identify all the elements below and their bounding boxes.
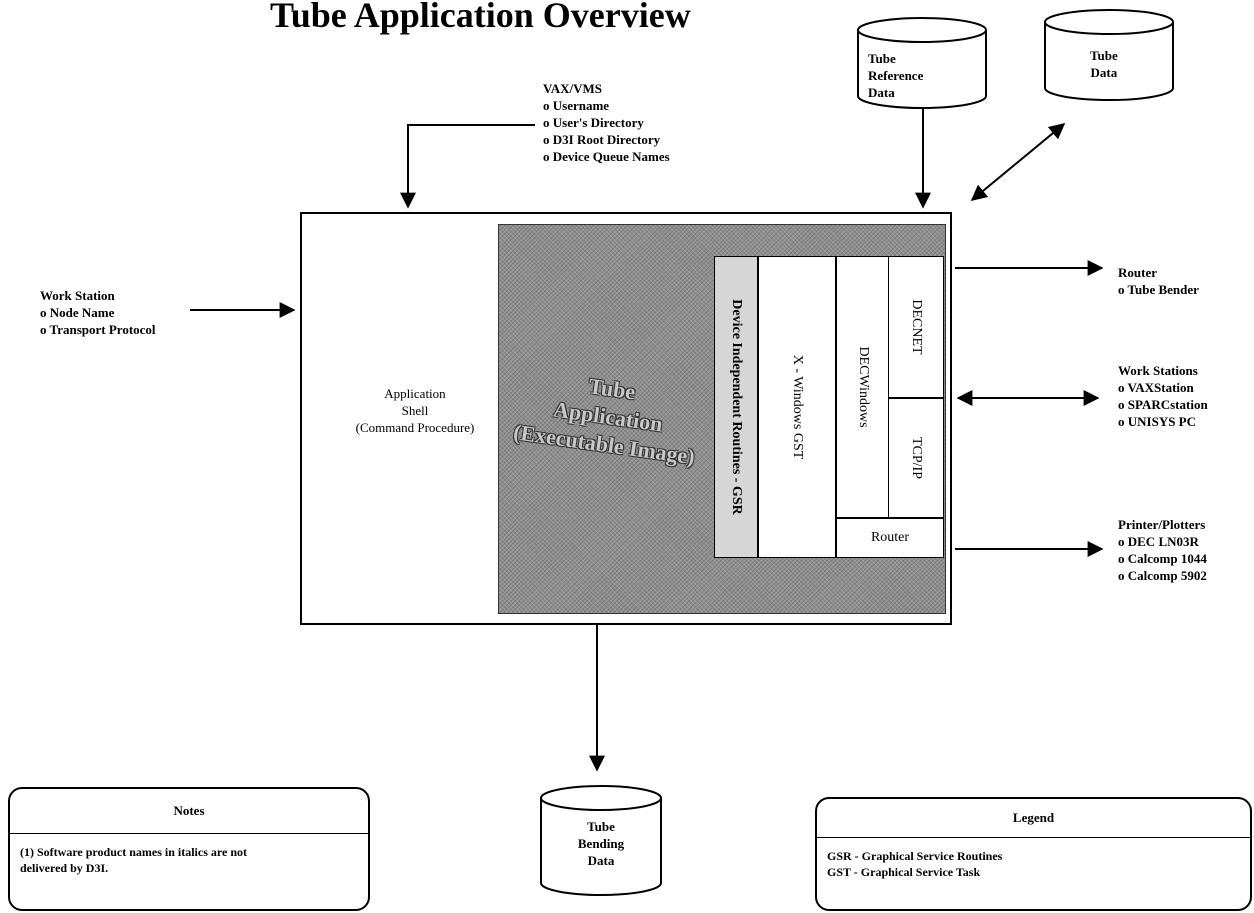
- router-item: o Tube Bender: [1118, 282, 1199, 297]
- cyl-text: Tube: [587, 819, 615, 834]
- vax-vms-item: o Device Queue Names: [543, 149, 670, 164]
- cyl-text: Tube: [868, 51, 896, 66]
- layer-decnet-label: DECNET: [909, 299, 924, 355]
- layer-xwindows-label: X - Windows GST: [790, 354, 805, 460]
- vax-vms-item: o User's Directory: [543, 115, 644, 130]
- application-shell-label: Application Shell (Command Procedure): [340, 385, 490, 436]
- vax-vms-item: o D3I Root Directory: [543, 132, 661, 147]
- printers-item: o Calcomp 5902: [1118, 568, 1207, 583]
- shell-text: (Command Procedure): [355, 420, 475, 435]
- notes-box: Notes (1) Software product names in ital…: [8, 787, 370, 911]
- cyl-text: Tube: [1090, 48, 1118, 63]
- layer-router-label: Router: [870, 530, 910, 545]
- cylinder-tube-reference-data: [857, 17, 987, 109]
- cyl-text: Data: [1090, 65, 1118, 80]
- layer-xwindows: X - Windows GST: [758, 256, 836, 558]
- notes-line: (1) Software product names in italics ar…: [20, 845, 247, 859]
- workstation-input-label: Work Station o Node Name o Transport Pro…: [40, 287, 156, 338]
- workstations-item: o SPARCstation: [1118, 397, 1208, 412]
- workstation-heading: Work Station: [40, 288, 115, 303]
- diagram-title: Tube Application Overview: [270, 0, 691, 35]
- tube-bending-data-label: Tube Bending Data: [566, 818, 636, 869]
- workstations-item: o VAXStation: [1118, 380, 1194, 395]
- layer-gsr: Device Independent Routines - GSR: [714, 256, 758, 558]
- cyl-text: Data: [868, 85, 895, 100]
- arrow-vax-to-shell: [400, 124, 535, 209]
- workstation-item: o Node Name: [40, 305, 115, 320]
- layer-gsr-label: Device Independent Routines - GSR: [729, 299, 744, 515]
- router-output-label: Router o Tube Bender: [1118, 264, 1199, 298]
- layer-router: Router: [836, 518, 944, 558]
- vax-vms-item: o Username: [543, 98, 610, 113]
- vax-vms-label: VAX/VMS o Username o User's Directory o …: [543, 80, 670, 165]
- notes-line: delivered by D3I.: [20, 861, 109, 875]
- layer-decnet: DECNET: [888, 256, 944, 398]
- legend-box: Legend GSR - Graphical Service Routines …: [815, 797, 1252, 911]
- printers-heading: Printer/Plotters: [1118, 517, 1206, 532]
- shell-text: Application: [384, 386, 446, 401]
- notes-body: (1) Software product names in italics ar…: [10, 834, 368, 886]
- workstations-output-label: Work Stations o VAXStation o SPARCstatio…: [1118, 362, 1208, 430]
- cylinder-tube-bending-data: [540, 785, 662, 896]
- shell-text: Shell: [401, 403, 429, 418]
- tube-data-label: Tube Data: [1090, 47, 1118, 81]
- router-heading: Router: [1118, 265, 1157, 280]
- layer-tcpip: TCP/IP: [888, 398, 944, 518]
- legend-line: GSR - Graphical Service Routines: [827, 849, 1003, 863]
- tube-reference-data-label: Tube Reference Data: [868, 50, 923, 101]
- cylinder-tube-data: [1044, 9, 1174, 101]
- workstation-item: o Transport Protocol: [40, 322, 156, 337]
- legend-body: GSR - Graphical Service Routines GST - G…: [817, 838, 1250, 890]
- workstations-heading: Work Stations: [1118, 363, 1198, 378]
- cyl-text: Reference: [868, 68, 924, 83]
- layer-tcpip-label: TCP/IP: [909, 436, 924, 480]
- layer-decwindows: DECWindows: [836, 256, 890, 518]
- printers-item: o Calcomp 1044: [1118, 551, 1207, 566]
- printers-item: o DEC LN03R: [1118, 534, 1199, 549]
- legend-line: GST - Graphical Service Task: [827, 865, 981, 879]
- legend-heading: Legend: [817, 799, 1250, 838]
- arrow-tube-data: [970, 122, 1066, 202]
- workstations-item: o UNISYS PC: [1118, 414, 1197, 429]
- printers-output-label: Printer/Plotters o DEC LN03R o Calcomp 1…: [1118, 516, 1207, 584]
- layer-decwindows-label: DECWindows: [856, 346, 871, 428]
- cyl-text: Bending: [577, 836, 625, 851]
- notes-heading: Notes: [10, 789, 368, 834]
- vax-vms-heading: VAX/VMS: [543, 81, 602, 96]
- cyl-text: Data: [587, 853, 615, 868]
